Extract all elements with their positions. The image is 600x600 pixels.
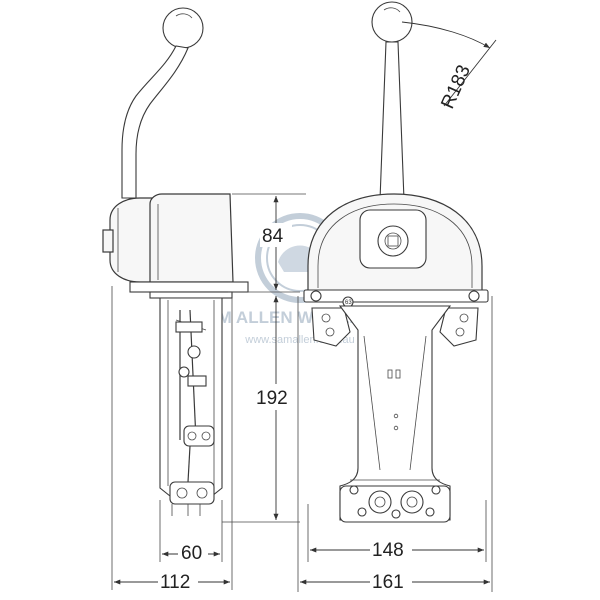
callout-label: 63	[345, 300, 352, 306]
dim-radius-arc	[401, 21, 491, 49]
front-shaft	[377, 225, 409, 257]
side-cable-clamp-upper	[183, 425, 215, 447]
front-lever	[379, 41, 405, 201]
side-lever	[121, 45, 189, 199]
front-lug-left	[311, 307, 351, 347]
dimensions: R183 84 192 60 112 148 161	[111, 21, 497, 593]
front-view: 63	[303, 1, 489, 523]
front-bottom-block	[339, 485, 451, 523]
side-view	[102, 7, 249, 516]
side-flange	[129, 281, 249, 293]
front-base-bar	[303, 289, 489, 303]
front-mounting-plate	[338, 305, 452, 521]
dim-width-total-label: 161	[372, 572, 404, 593]
side-housing	[149, 193, 234, 283]
side-hub-boss	[102, 229, 114, 253]
dim-width-plate-label: 148	[372, 540, 404, 561]
dim-height-upper-label: 84	[262, 226, 284, 247]
dim-radius-label: R183	[437, 62, 475, 112]
front-lug-right	[439, 307, 479, 347]
dim-depth-label: 112	[160, 572, 190, 593]
dim-height-total-label: 192	[256, 388, 288, 409]
side-hub	[109, 197, 157, 283]
side-cable-clamp-lower	[169, 481, 215, 505]
dim-width-mount-label: 60	[181, 543, 202, 564]
